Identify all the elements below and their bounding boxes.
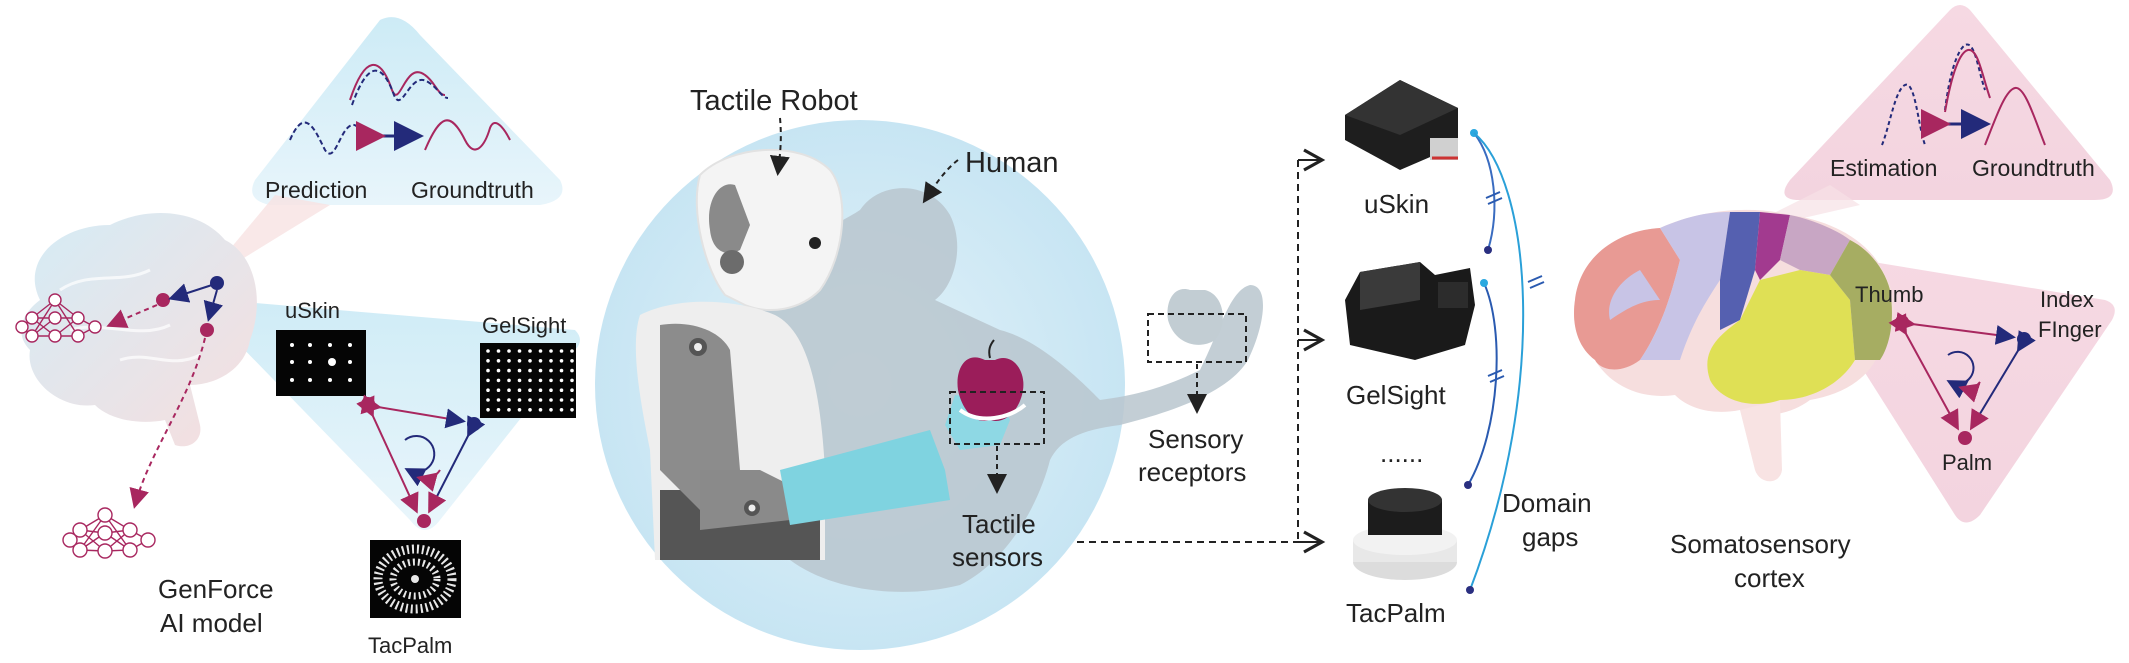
right-groundtruth-label: Groundtruth bbox=[1972, 155, 2095, 181]
palm-node bbox=[1958, 431, 1972, 445]
cortex-label-1: Somatosensory bbox=[1670, 529, 1851, 559]
sensor-gelsight-label: GelSight bbox=[1346, 380, 1446, 410]
sensors-panel: uSkin GelSight ...... TacPalm bbox=[1345, 80, 1592, 628]
graph-node-gelsight bbox=[467, 417, 481, 431]
graph-node-tacpalm bbox=[417, 514, 431, 528]
left-panel: GenForce AI model Prediction Groundtruth… bbox=[15, 17, 580, 658]
gelsight-sensor-device bbox=[1345, 262, 1475, 360]
left-tacpalm-label: TacPalm bbox=[368, 633, 452, 658]
human-label: Human bbox=[965, 147, 1059, 179]
tactile-robot-label: Tactile Robot bbox=[690, 85, 858, 117]
model-label-line1: GenForce bbox=[158, 574, 274, 604]
uskin-sensor-device bbox=[1345, 80, 1458, 170]
neural-network-icon-output bbox=[62, 507, 156, 559]
brain-node-magenta-1 bbox=[156, 293, 170, 307]
robot-eye bbox=[809, 237, 821, 249]
domain-gaps-label-1: Domain bbox=[1502, 488, 1592, 518]
brain-node-navy bbox=[210, 276, 224, 290]
apple-icon bbox=[957, 357, 1024, 421]
robot-upper-arm bbox=[660, 323, 740, 510]
center-panel: Tactile Robot Human Tactile sensors Sens… bbox=[595, 85, 1326, 650]
estimation-waves bbox=[1881, 43, 2046, 146]
tactile-sensors-label-2: sensors bbox=[952, 542, 1043, 572]
tactile-sensor-highlight bbox=[949, 391, 1045, 445]
left-groundtruth-label: Groundtruth bbox=[411, 177, 534, 203]
sensor-ellipsis: ...... bbox=[1380, 438, 1423, 468]
index-finger-label-2: FInger bbox=[2038, 317, 2102, 342]
human-shadow-apple bbox=[1167, 289, 1223, 345]
sensor-tacpalm-label: TacPalm bbox=[1346, 598, 1446, 628]
index-finger-label-1: Index bbox=[2040, 287, 2094, 312]
sensory-receptors-label-1: Sensory bbox=[1148, 424, 1243, 454]
neural-network-icon bbox=[15, 293, 102, 343]
tacpalm-sensor-device bbox=[1353, 488, 1457, 580]
thumb-node bbox=[1895, 315, 1909, 329]
prediction-label: Prediction bbox=[265, 177, 367, 203]
cortex-label-2: cortex bbox=[1734, 563, 1805, 593]
left-uskin-label: uSkin bbox=[285, 298, 340, 323]
brain-node-magenta-2 bbox=[200, 323, 214, 337]
robot-forearm bbox=[700, 470, 790, 530]
graph-node-uskin bbox=[361, 397, 375, 411]
robot-sleeve bbox=[780, 430, 950, 525]
domain-gaps-label-2: gaps bbox=[1522, 522, 1578, 552]
estimation-spotlight bbox=[1784, 5, 2113, 200]
sensor-uskin-label: uSkin bbox=[1364, 189, 1429, 219]
index-finger-node bbox=[2017, 332, 2031, 346]
somatosensory-brain bbox=[1574, 209, 1895, 482]
domain-gap-curves bbox=[1464, 129, 1545, 594]
right-panel: Estimation Groundtruth Thumb Index FInge… bbox=[1574, 5, 2115, 593]
sensory-receptor-highlight bbox=[1147, 313, 1247, 363]
model-label-line2: AI model bbox=[160, 608, 263, 638]
uskin-tactile-image bbox=[276, 330, 366, 396]
estimation-label: Estimation bbox=[1830, 155, 1937, 181]
tactile-sensors-label-1: Tactile bbox=[962, 509, 1036, 539]
prediction-spotlight bbox=[252, 17, 563, 206]
thumb-label: Thumb bbox=[1855, 282, 1923, 307]
sensory-receptors-label-2: receptors bbox=[1138, 457, 1246, 487]
left-gelsight-label: GelSight bbox=[482, 313, 566, 338]
palm-label: Palm bbox=[1942, 450, 1992, 475]
